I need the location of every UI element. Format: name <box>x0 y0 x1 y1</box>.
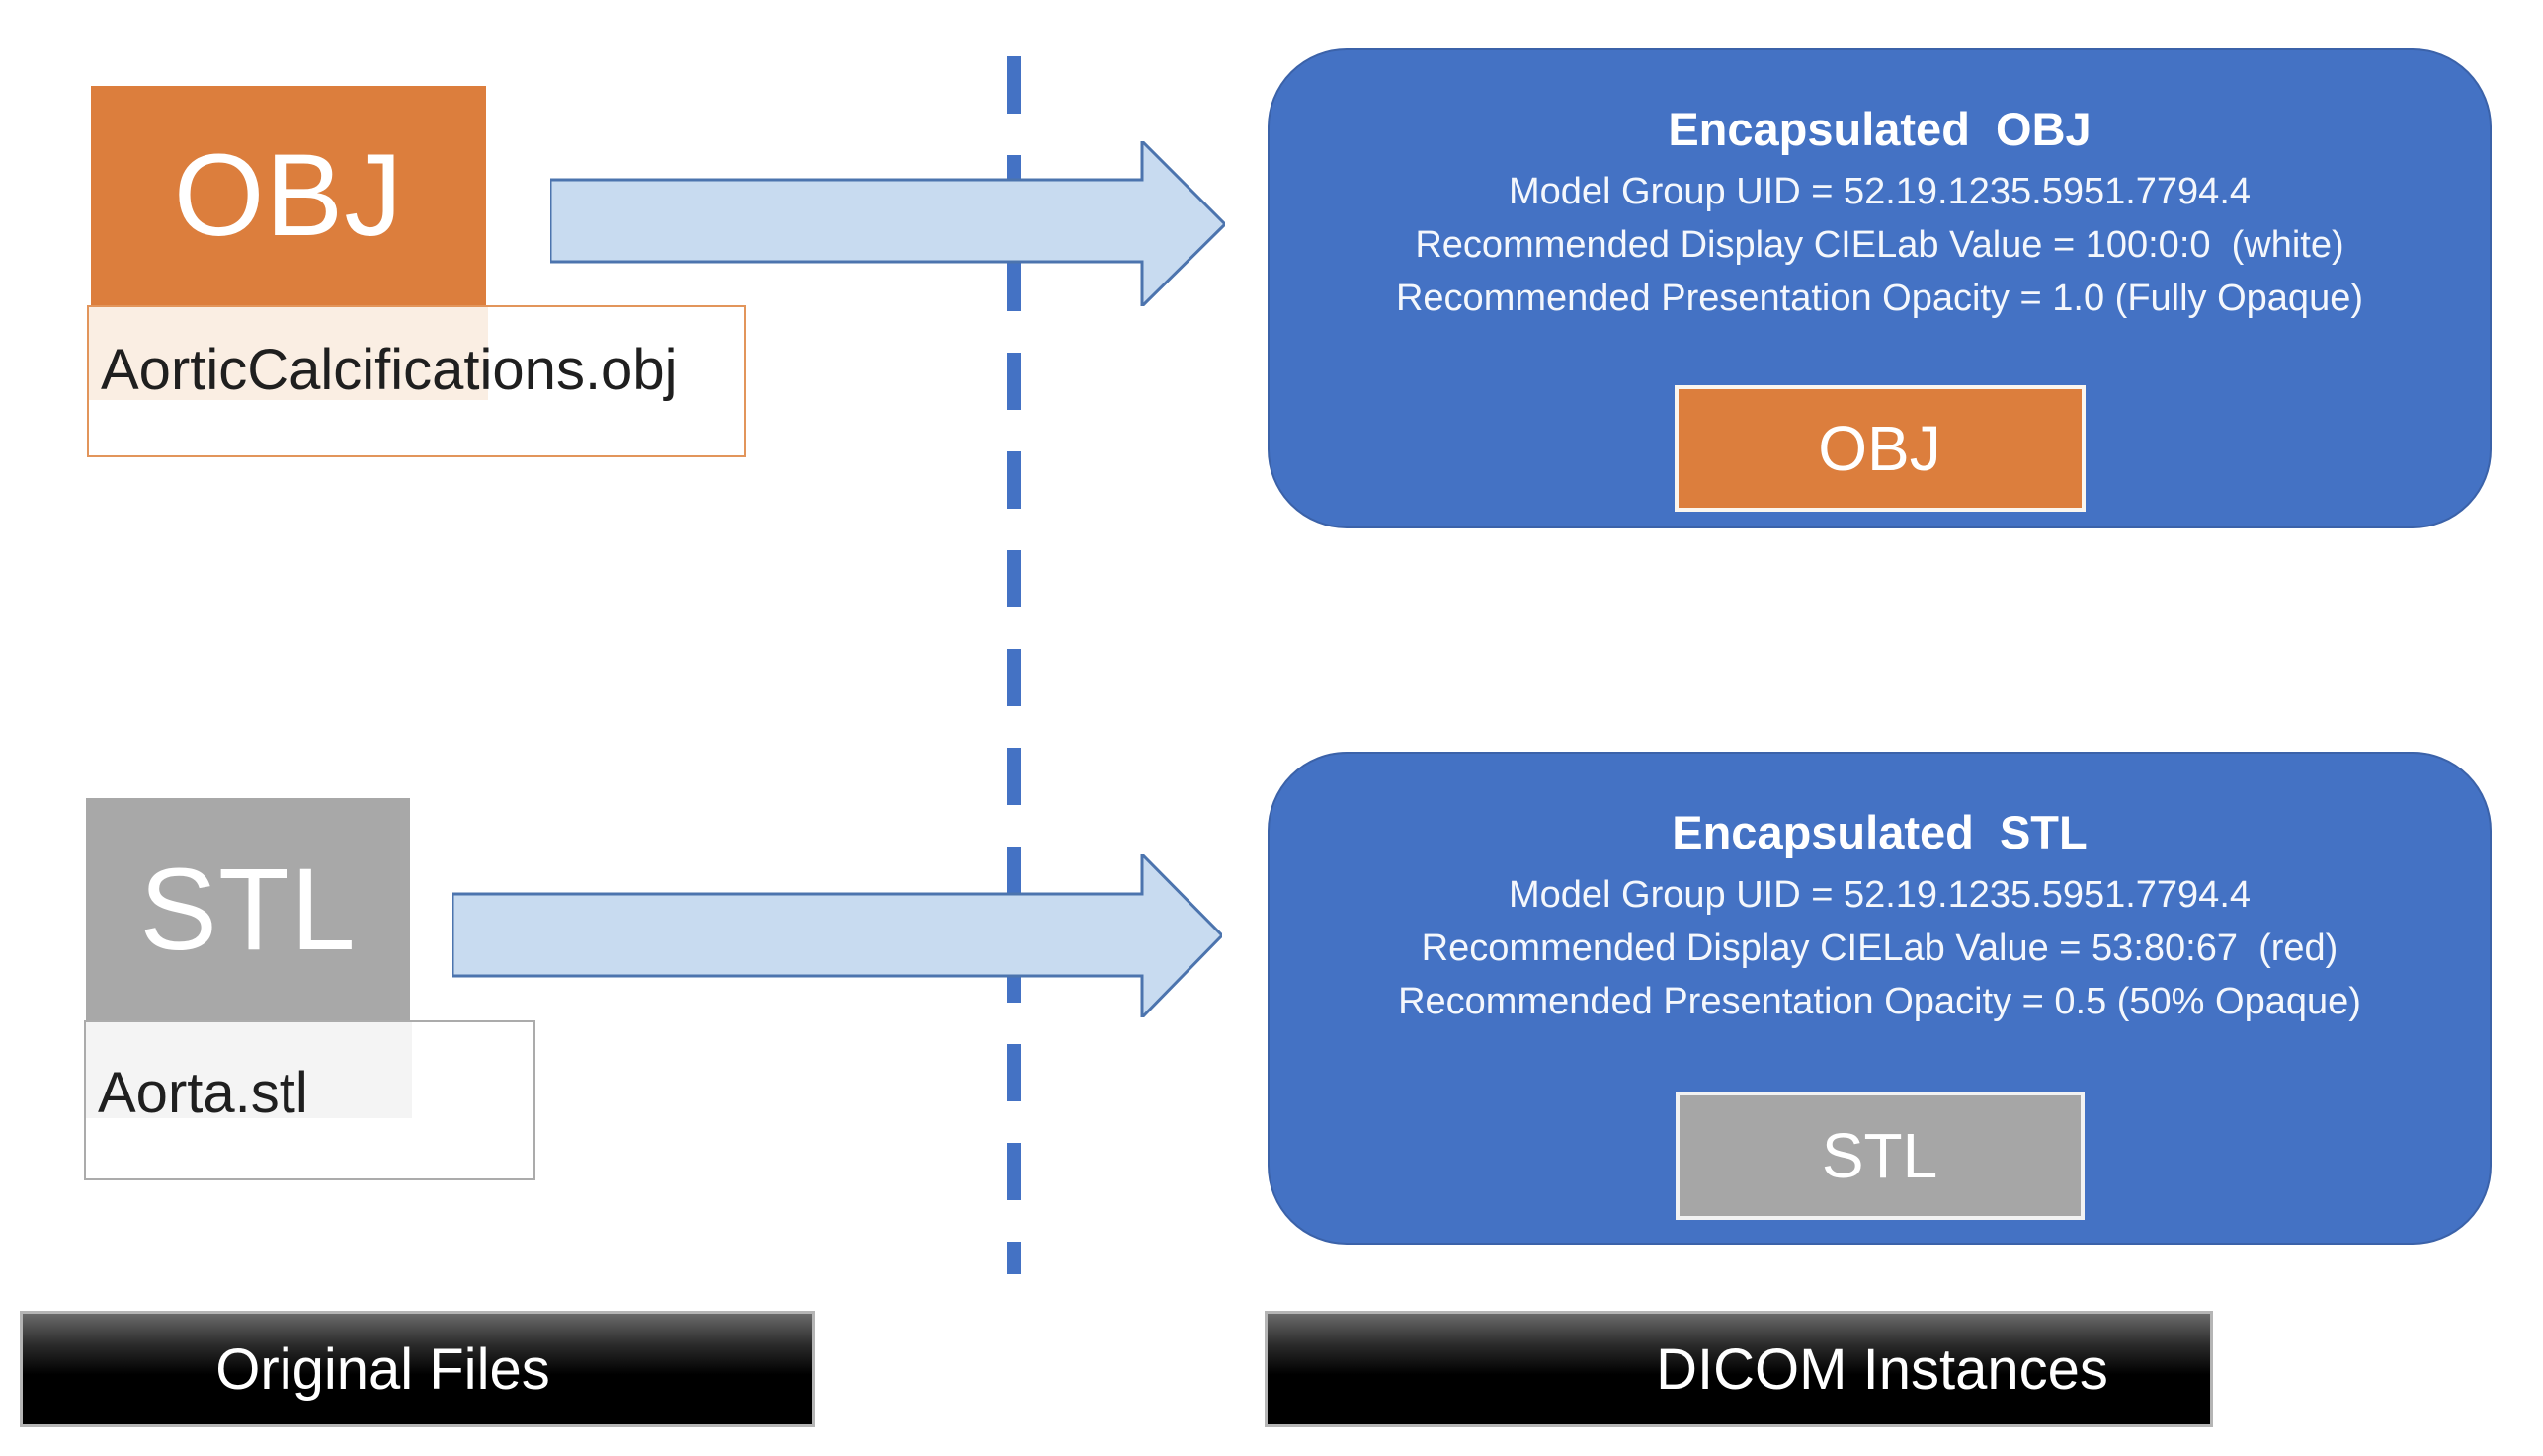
obj-filename-box: AorticCalcifications.obj <box>87 305 746 457</box>
encapsulated-stl-title: Encapsulated STL <box>1672 806 2088 858</box>
obj-filename-box-tint <box>89 307 488 400</box>
stl-filename-box-tint <box>86 1022 412 1118</box>
conversion-arrow-bottom <box>452 854 1222 1017</box>
stl-filename-box: Aorta.stl <box>84 1020 535 1180</box>
stl-file-icon: STL <box>86 798 410 1020</box>
stl-chip: STL <box>1675 1092 2085 1220</box>
stl-filename: Aorta.stl <box>98 1061 308 1125</box>
obj-file-icon-label: OBJ <box>173 130 404 261</box>
encapsulated-obj-title: Encapsulated OBJ <box>1668 103 2092 155</box>
stl-chip-label: STL <box>1821 1120 1938 1191</box>
encapsulated-stl-details: Model Group UID = 52.19.1235.5951.7794.4… <box>1270 868 2490 1028</box>
cielab-value-line: Recommended Display CIELab Value = 53:80… <box>1421 928 2338 969</box>
obj-file-icon: OBJ <box>91 86 486 305</box>
cielab-value-line: Recommended Display CIELab Value = 100:0… <box>1415 224 2344 266</box>
dicom-instances-caption-text: DICOM Instances <box>1656 1336 2108 1402</box>
obj-chip: OBJ <box>1674 385 2086 512</box>
dicom-instances-caption: DICOM Instances <box>1265 1311 2213 1427</box>
encapsulated-stl-card: Encapsulated STL Model Group UID = 52.19… <box>1268 752 2492 1245</box>
encapsulated-obj-details: Model Group UID = 52.19.1235.5951.7794.4… <box>1270 165 2490 325</box>
stl-file-icon-label: STL <box>139 844 357 975</box>
presentation-opacity-line: Recommended Presentation Opacity = 0.5 (… <box>1398 981 2361 1022</box>
original-files-caption: Original Files <box>20 1311 815 1427</box>
obj-chip-label: OBJ <box>1818 413 1941 484</box>
encapsulated-obj-card: Encapsulated OBJ Model Group UID = 52.19… <box>1268 48 2492 528</box>
presentation-opacity-line: Recommended Presentation Opacity = 1.0 (… <box>1395 278 2363 319</box>
model-group-uid-line: Model Group UID = 52.19.1235.5951.7794.4 <box>1508 171 2252 212</box>
obj-filename: AorticCalcifications.obj <box>101 338 678 402</box>
original-files-caption-text: Original Files <box>215 1336 550 1402</box>
conversion-arrow-top <box>550 141 1225 306</box>
model-group-uid-line: Model Group UID = 52.19.1235.5951.7794.4 <box>1508 874 2252 916</box>
